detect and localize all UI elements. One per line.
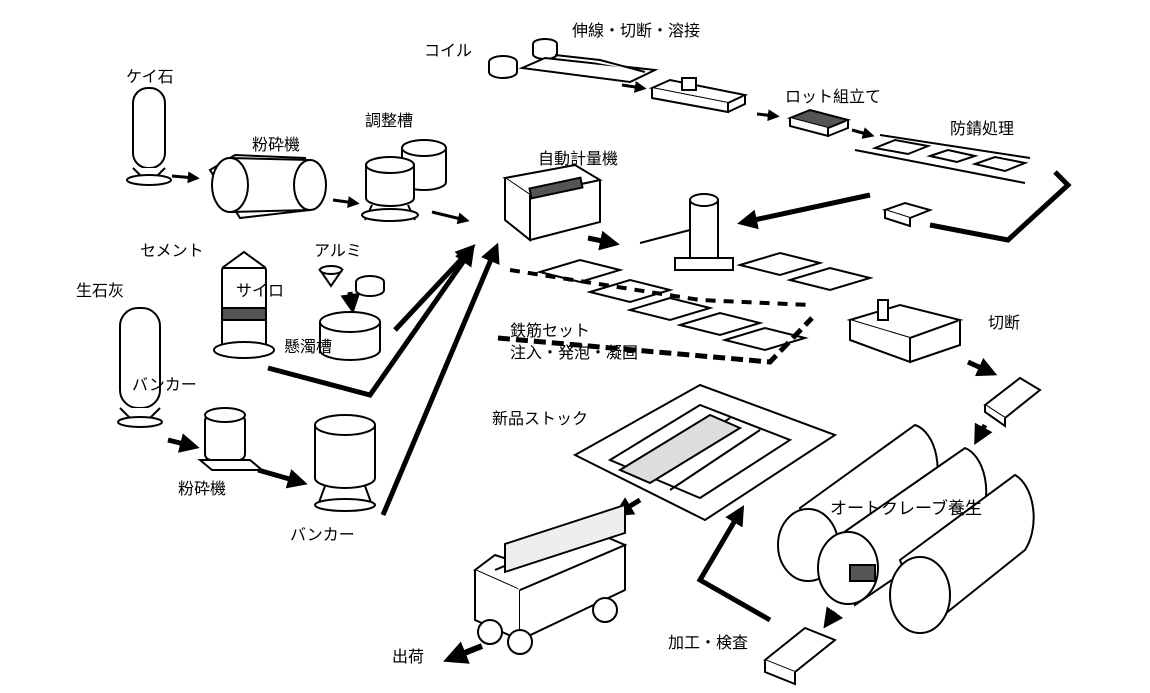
adjust-tank [361, 139, 447, 222]
wire-process-machine [648, 77, 749, 114]
label-cement: セメント [140, 241, 204, 260]
arrow-silica-to-crusher [171, 171, 200, 184]
silica-stone-tank [126, 87, 172, 186]
bunker-to-weigher-flow [380, 242, 500, 516]
arrow-weigher-to-mixer [587, 230, 620, 251]
cut-block-stack [983, 376, 1042, 428]
label-bunker-2: バンカー [290, 525, 355, 544]
arrow-wire-to-lot [756, 109, 780, 122]
arrow-stack-to-mixer [737, 192, 871, 230]
label-coil: コイル [424, 41, 473, 60]
arrow-stack-to-autoclave [974, 422, 993, 446]
aluminum-hoppers [318, 265, 385, 297]
bunker-2 [314, 414, 376, 512]
label-aluminum: アルミ [314, 241, 362, 260]
cement-to-weigher-flow [267, 245, 475, 398]
arrow-coil-to-line [621, 80, 647, 93]
cutting-machine [846, 299, 964, 364]
label-silica-stone: ケイ石 [126, 67, 174, 86]
delivery-truck [473, 503, 628, 655]
processing-block [763, 626, 837, 686]
label-new-stock: 新品ストック [492, 409, 589, 428]
suspension-tank [319, 311, 381, 361]
mold-return-flow [497, 316, 814, 365]
crusher-machine-1 [208, 153, 327, 220]
arrow-quicklime-to-crusher [167, 433, 200, 453]
arrow-tank-to-weigher [431, 210, 470, 225]
mold-grid [536, 251, 874, 352]
quicklime-bunker [117, 307, 163, 428]
arrow-lot-to-rust [851, 127, 875, 139]
arrow-shipping [443, 641, 484, 664]
arrow-aluminum-to-tank [340, 291, 361, 314]
label-rebar-set-line2: 注入・発泡・凝固 [510, 343, 639, 362]
label-bunker-1: バンカー [132, 375, 197, 394]
autoclave-vessels [777, 423, 1035, 634]
arrow-crusher-to-tank [332, 196, 360, 208]
label-lot-assembly: ロット組立て [785, 87, 882, 106]
arrow-crusher2-to-bunker [257, 467, 308, 489]
label-crusher-1: 粉砕機 [252, 135, 301, 154]
rust-to-mixer-return-flow [929, 170, 1072, 243]
label-suspension-tank: 懸濁槽 [284, 337, 333, 356]
coil-rolls [488, 38, 659, 84]
label-adjust-tank: 調整槽 [365, 111, 414, 130]
label-cutting: 切断 [988, 313, 1021, 332]
label-rust-proofing: 防錆処理 [950, 119, 1015, 138]
rebar-stack [881, 201, 934, 228]
label-autoclave-curing: オートクレーブ養生 [830, 499, 982, 519]
new-stock-platform [572, 383, 838, 522]
label-crusher-2: 粉砕機 [178, 479, 227, 498]
arrow-autoclave-to-inspect [823, 606, 844, 629]
label-quicklime: 生石灰 [76, 281, 125, 300]
label-silo: サイロ [236, 281, 285, 300]
label-rebar-set-line1: 鉄筋セット [510, 321, 591, 340]
cement-silo [213, 250, 275, 359]
label-shipping: 出荷 [392, 647, 425, 666]
crusher-machine-2 [197, 407, 265, 471]
label-auto-weigher: 自動計量機 [538, 149, 619, 168]
central-mixer [639, 193, 734, 271]
label-processing-inspection: 加工・検査 [668, 633, 749, 652]
rust-proofing-tanks [854, 134, 1031, 184]
inspect-to-stock-flow [696, 505, 772, 623]
auto-weigher-console [502, 163, 603, 243]
label-wire-process: 伸線・切断・溶接 [572, 21, 701, 40]
lot-assembly-stack [786, 108, 852, 138]
suspension-to-weigher-flow [393, 244, 476, 332]
arrow-cut-to-autoclave [966, 357, 998, 377]
